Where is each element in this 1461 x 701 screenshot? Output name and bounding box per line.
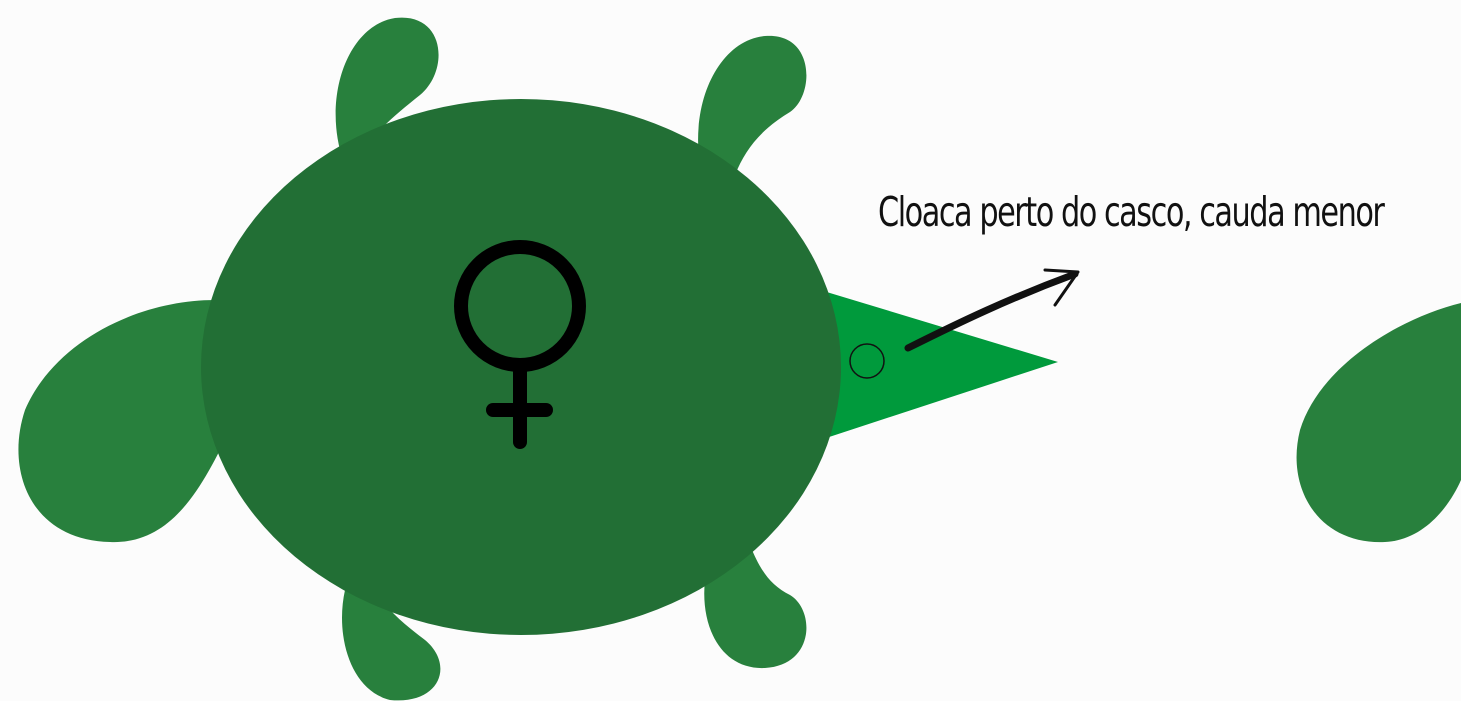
tail <box>820 290 1058 440</box>
left-side-flipper <box>18 300 230 542</box>
second-turtle-flipper <box>1297 303 1461 542</box>
annotation-label: Cloaca perto do casco, cauda menor <box>878 188 1383 236</box>
arrow-icon <box>908 270 1078 348</box>
